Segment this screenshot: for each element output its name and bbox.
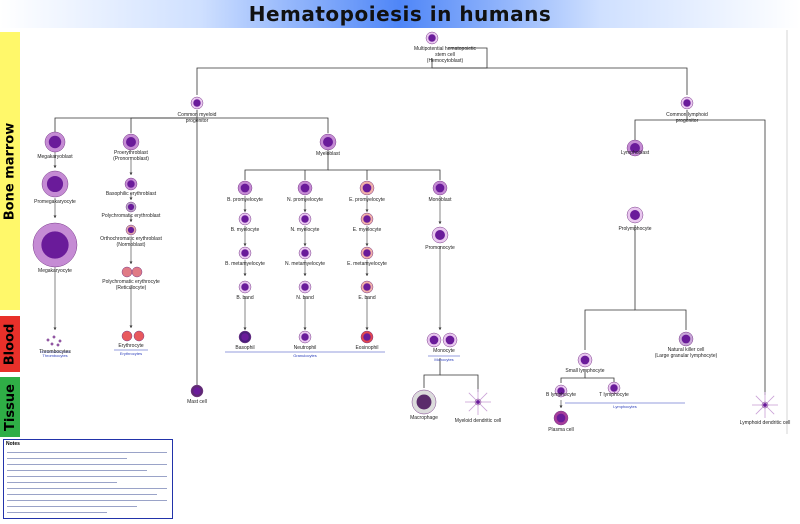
arrow-head (129, 261, 133, 264)
nucleus-e-promyelocyte (362, 183, 372, 193)
nucleus-monocyte-b (445, 335, 455, 345)
nucleus-monocyte-a (429, 335, 439, 345)
connector-line (440, 374, 479, 392)
nucleus-promonocyte (435, 230, 445, 240)
nucleus-myeloblast (323, 137, 333, 147)
arrow-head (365, 209, 369, 212)
arrow-head (53, 327, 57, 330)
connector-line (634, 225, 687, 330)
band-tissue: Tissue (0, 377, 20, 437)
nucleus-cmp (193, 99, 201, 107)
nucleus-t-lymphocyte (610, 384, 618, 392)
arrow-head (243, 209, 247, 212)
nucleus-e-mature (363, 333, 371, 341)
arrow-head (243, 327, 247, 330)
band-bone-marrow: Bone marrow (0, 32, 20, 310)
cell-thrombocyte-3 (50, 342, 54, 346)
nucleus-proerythroblast (126, 137, 136, 147)
nucleus-lymphoid-dendritic (763, 403, 767, 407)
nucleus-monoblast (435, 183, 445, 193)
nucleus-b-lymphocyte (557, 387, 565, 395)
arrow-head (438, 221, 442, 224)
nucleus-plasma-cell (556, 413, 566, 423)
nucleus-n-mature (301, 333, 309, 341)
nucleus-clp (683, 99, 691, 107)
connector-line (634, 110, 688, 140)
arrow-head (438, 327, 442, 330)
connector-line (432, 67, 688, 95)
nucleus-stem (428, 34, 436, 42)
nucleus-n-promyelocyte (300, 183, 310, 193)
cell-thrombocyte-4 (56, 343, 60, 347)
connector-line (197, 117, 329, 133)
connector-line (687, 119, 766, 395)
nucleus-n-metamyelocyte (301, 249, 309, 257)
arrow-head (243, 243, 247, 246)
connector-line (431, 47, 488, 69)
title-bar: Hematopoiesis in humans (0, 0, 800, 28)
cell-erythrocyte-a (121, 330, 133, 342)
nucleus-macrophage (416, 394, 432, 410)
connector-line (560, 370, 586, 383)
nucleus-polychromatic-erythroblast (127, 203, 135, 211)
connector-line (196, 67, 432, 95)
connector-line (130, 117, 197, 133)
nucleus-lymphoblast (630, 143, 640, 153)
nucleus-prolymphocyte (630, 210, 640, 220)
arrow-head (53, 215, 57, 218)
arrow-head (129, 197, 133, 200)
arrow-head (303, 327, 307, 330)
nucleus-megakaryoblast (48, 135, 62, 149)
arrow-head (53, 165, 57, 168)
nucleus-e-band (363, 283, 371, 291)
cell-polychromatic-erythrocyte-a (121, 266, 133, 278)
connector-line (244, 150, 329, 180)
arrow-head (365, 327, 369, 330)
nucleus-promegakaryocyte (46, 175, 64, 193)
nucleus-nk-cell (681, 334, 691, 344)
nucleus-b-metamyelocyte (241, 249, 249, 257)
arrow-head (303, 243, 307, 246)
nucleus-b-myelocyte (241, 215, 249, 223)
nucleus-small-lymphocyte (580, 355, 590, 365)
arrow-head (365, 273, 369, 276)
nucleus-b-promyelocyte (240, 183, 250, 193)
connector-line (585, 377, 615, 383)
page-title: Hematopoiesis in humans (248, 2, 552, 26)
cell-thrombocyte-0 (46, 338, 50, 342)
arrow-head (303, 209, 307, 212)
nucleus-b-band (241, 283, 249, 291)
arrow-head (559, 405, 563, 408)
connector-line (54, 110, 198, 133)
nucleus-orthochromatic-erythroblast (127, 226, 135, 234)
notes-heading: Notes (6, 441, 20, 447)
arrow-head (303, 273, 307, 276)
arrow-head (129, 172, 133, 175)
connector-line (584, 309, 635, 350)
nucleus-n-myelocyte (301, 215, 309, 223)
cell-polychromatic-erythrocyte-b (131, 266, 143, 278)
arrow-head (243, 273, 247, 276)
band-blood: Blood (0, 316, 20, 372)
nucleus-megakaryocyte (41, 231, 69, 259)
nucleus-e-myelocyte (363, 215, 371, 223)
notes-box: Notes (3, 439, 173, 519)
nucleus-b-mature (241, 333, 249, 341)
nucleus-mast-cell (193, 387, 201, 395)
cell-erythrocyte-b (133, 330, 145, 342)
nucleus-n-band (301, 283, 309, 291)
connector-line (328, 169, 441, 180)
cell-thrombocyte-1 (52, 335, 56, 339)
arrow-head (129, 219, 133, 222)
nucleus-e-metamyelocyte (363, 249, 371, 257)
connector-line (423, 358, 441, 388)
arrow-head (365, 243, 369, 246)
nucleus-myeloid-dendritic (476, 400, 480, 404)
arrow-head (129, 325, 133, 328)
nucleus-basophilic-erythroblast (127, 180, 135, 188)
cell-thrombocyte-2 (58, 339, 62, 343)
